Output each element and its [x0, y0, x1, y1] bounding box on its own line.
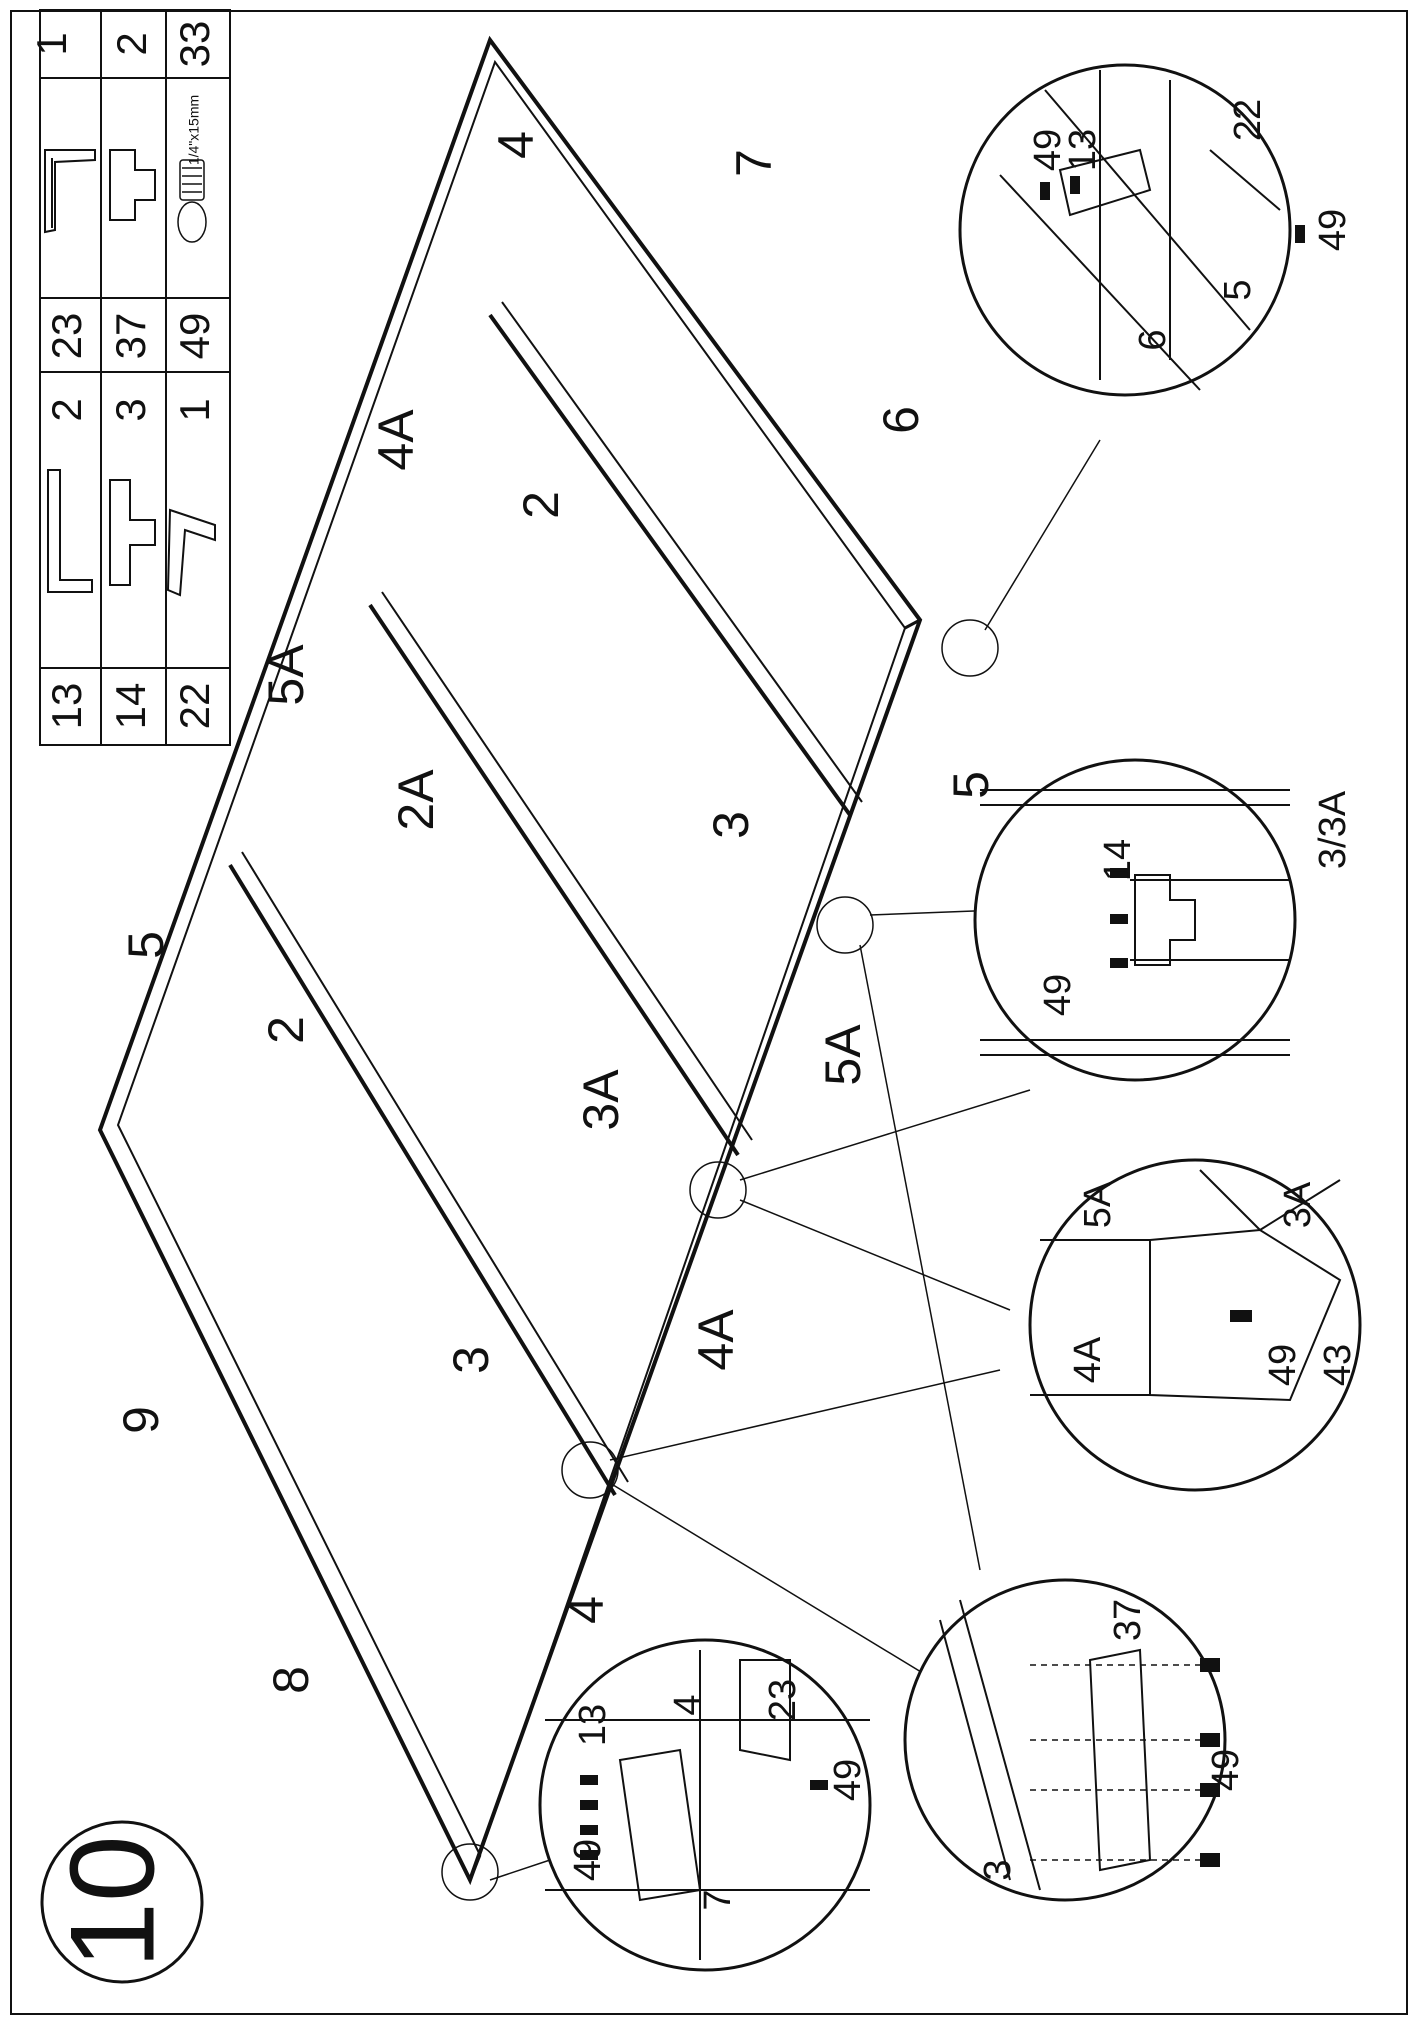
- detail-t-plate-49: 49: [1037, 974, 1079, 1016]
- label-right-top: 7: [726, 149, 782, 177]
- label-left-bottom: 8: [263, 1666, 319, 1694]
- detail-corner-49: 49: [1262, 1344, 1304, 1386]
- detail-bottom-left-7: 7: [697, 1889, 739, 1910]
- detail-bottom-left-49a: 49: [567, 1839, 609, 1881]
- part-qty: 2: [43, 398, 90, 421]
- detail-bottom-left-13: 13: [572, 1704, 614, 1746]
- label-bottom-1: 4: [558, 1596, 614, 1624]
- detail-corner-3a: 3A: [1277, 1181, 1319, 1228]
- detail-t-plate-3-3a: 3/3A: [1312, 790, 1354, 869]
- detail-corner-4a: 4A: [1067, 1336, 1109, 1383]
- l-bracket-icon: [47, 469, 93, 593]
- detail-bottom-mid: [903, 1578, 1227, 1902]
- detail-top-right-13: 13: [1062, 129, 1104, 171]
- label-bottom-2: 4A: [688, 1309, 744, 1371]
- parts-table: [39, 9, 231, 746]
- label-right-bottom: 6: [873, 406, 929, 434]
- detail-top-right-49a: 49: [1027, 129, 1069, 171]
- detail-top-right-5: 5: [1217, 279, 1259, 300]
- detail-corner: [1028, 1158, 1362, 1492]
- label-top-left: 9: [113, 1406, 169, 1434]
- screw-size-note: 1/4"x15mm: [186, 95, 202, 165]
- part-qty: 1: [171, 398, 218, 421]
- step-number-badge: 10: [40, 1820, 204, 1984]
- detail-t-plate-14: 14: [1097, 839, 1139, 881]
- step-number: 10: [46, 1835, 180, 1968]
- detail-corner-5a: 5A: [1077, 1181, 1119, 1228]
- small-t-plate-icon: [109, 149, 156, 221]
- label-top-2: 5A: [258, 644, 314, 706]
- t-plate-icon: [109, 479, 156, 586]
- detail-bottom-left-4: 4: [667, 1694, 709, 1715]
- screw-icon: [177, 159, 207, 243]
- part-id: 23: [43, 313, 90, 360]
- part-id: 22: [171, 683, 218, 730]
- detail-top-right: [958, 63, 1305, 397]
- label-bottom-3: 5A: [815, 1024, 871, 1086]
- detail-bottom-mid-3: 3: [977, 1859, 1019, 1880]
- label-bottom-4: 5: [943, 771, 999, 799]
- detail-bottom-mid-49: 49: [1205, 1749, 1247, 1791]
- detail-bottom-left-23: 23: [762, 1679, 804, 1721]
- part-id: 37: [107, 313, 154, 360]
- part-qty: 2: [108, 32, 155, 55]
- detail-bottom-left-49b: 49: [827, 1759, 869, 1801]
- part-qty: 1: [28, 32, 75, 55]
- label-rail-1b: 3: [443, 1346, 499, 1374]
- callout-leaders: [441, 439, 1101, 1901]
- part-qty: 3: [107, 398, 154, 421]
- detail-top-right-22: 22: [1227, 99, 1269, 141]
- part-id: 49: [171, 313, 218, 360]
- label-top-1: 5: [118, 931, 174, 959]
- label-rail-2b: 3A: [573, 1069, 629, 1131]
- detail-bottom-mid-37: 37: [1107, 1599, 1149, 1641]
- frame-drawing: [97, 35, 923, 1886]
- part-id: 13: [43, 683, 90, 730]
- page-border: [10, 10, 1408, 2015]
- label-top-4: 4: [488, 131, 544, 159]
- corner-bracket-icon: [166, 508, 216, 597]
- detail-t-plate: [973, 758, 1297, 1082]
- angle-bracket-icon: [44, 149, 96, 234]
- label-top-3: 4A: [368, 409, 424, 471]
- label-rail-3b: 3: [703, 811, 759, 839]
- label-rail-1a: 2: [258, 1016, 314, 1044]
- detail-corner-43: 43: [1317, 1344, 1359, 1386]
- label-rail-3a: 2: [513, 491, 569, 519]
- label-rail-2a: 2A: [388, 769, 444, 831]
- part-id: 14: [107, 683, 154, 730]
- detail-bottom-left: [538, 1638, 872, 1972]
- detail-top-right-49b: 49: [1312, 209, 1354, 251]
- part-qty: 33: [171, 21, 218, 68]
- detail-top-right-6: 6: [1132, 329, 1174, 350]
